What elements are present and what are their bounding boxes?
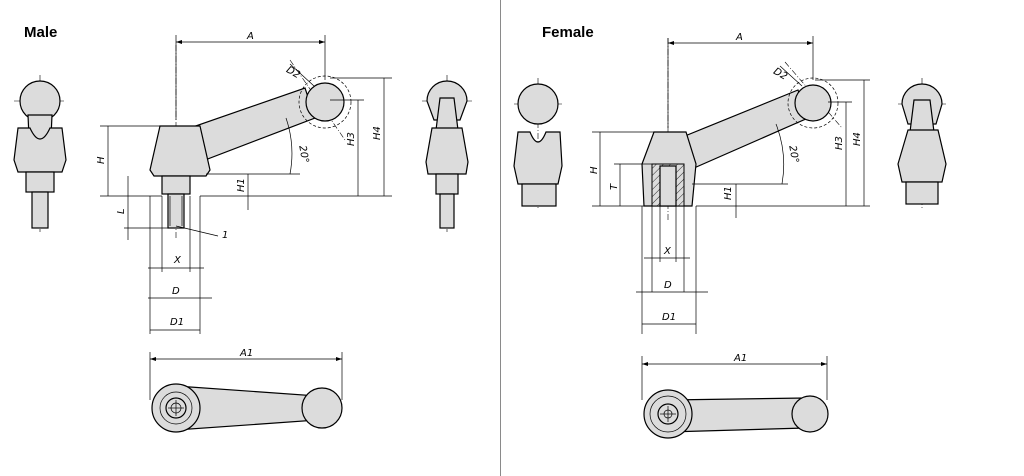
- male-title: Male: [24, 24, 58, 41]
- male-side-view-left: [13, 75, 67, 232]
- male-dim-A1: A1: [239, 348, 253, 359]
- female-dim-H: H: [589, 166, 600, 174]
- female-dim-D2: D2: [771, 66, 789, 83]
- male-dim-angle: 20°: [296, 145, 310, 164]
- female-dim-X: X: [663, 246, 672, 257]
- female-dim-D1: D1: [662, 312, 676, 323]
- female-top-view: A1: [641, 353, 829, 439]
- male-panel: Male: [0, 0, 500, 476]
- panel-divider: [500, 0, 501, 476]
- male-dim-D1: D1: [170, 317, 184, 328]
- female-dim-D: D: [664, 280, 672, 291]
- female-side-view-right: [897, 78, 947, 210]
- male-dim-A: A: [246, 31, 254, 42]
- male-dim-X: X: [173, 255, 182, 266]
- female-dim-H4: H4: [852, 132, 863, 146]
- male-drawing: A D2 20° H3 H4 H1 H: [13, 31, 472, 433]
- male-item-1: 1: [222, 230, 228, 241]
- male-dim-H4: H4: [372, 126, 383, 140]
- male-top-view: A1: [149, 348, 343, 433]
- male-dim-H1: H1: [236, 178, 247, 192]
- male-front-view: A D2 20° H3 H4 H1 H: [96, 31, 392, 334]
- female-title: Female: [542, 24, 594, 41]
- male-dim-D2: D2: [284, 65, 302, 82]
- female-dim-T: T: [609, 183, 620, 190]
- male-side-view-right: [422, 75, 472, 232]
- female-front-view: A D2 20° H3 H4 H1 H: [589, 32, 870, 334]
- male-dim-L: L: [116, 208, 127, 214]
- female-dim-A: A: [735, 32, 743, 43]
- female-drawing: A D2 20° H3 H4 H1 H: [513, 32, 947, 439]
- female-dim-H1: H1: [723, 186, 734, 200]
- female-panel: Female: [502, 0, 1024, 476]
- female-side-view-left: [513, 78, 563, 210]
- female-dim-H3: H3: [834, 136, 845, 150]
- male-dim-D: D: [172, 286, 180, 297]
- female-dim-angle: 20°: [786, 145, 800, 164]
- female-dim-A1: A1: [733, 353, 747, 364]
- male-dim-H3: H3: [346, 132, 357, 146]
- male-dim-H: H: [96, 156, 107, 164]
